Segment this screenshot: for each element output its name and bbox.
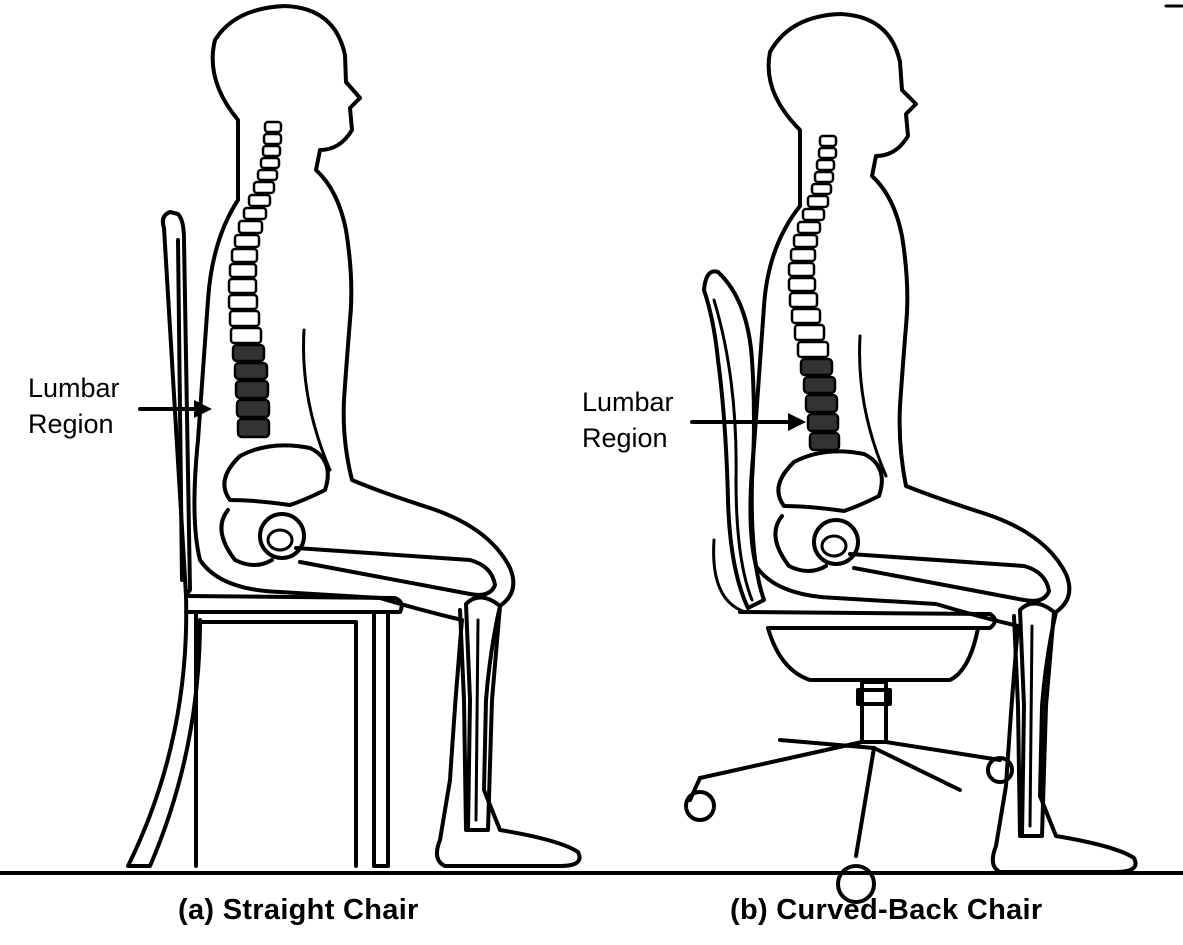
left-lumbar-label-line2: Region [28,408,114,440]
curved-femur [850,554,1049,601]
left-caption: (a) Straight Chair [178,893,419,928]
right-lumbar-label-line2: Region [582,422,668,454]
curved-lumbar-arrow [692,413,806,431]
caster-left [686,792,714,820]
curved-chair-figure [686,14,1136,902]
curved-hip-joint [814,520,858,564]
right-lumbar-label-line1: Lumbar [582,386,674,418]
left-lumbar-label-line1: Lumbar [28,372,120,404]
right-caption: (b) Curved-Back Chair [730,893,1042,928]
curved-pelvis [778,451,881,511]
curved-chair-seat [740,612,995,628]
straight-hip-joint [260,514,304,558]
straight-chair-figure [128,6,580,866]
curved-chair-base [700,740,1000,856]
straight-chair-back-leg [128,596,200,866]
straight-pelvis [224,445,327,505]
curved-spine [789,136,839,450]
straight-femur [296,548,495,595]
straight-chair-front-leg [374,612,388,866]
